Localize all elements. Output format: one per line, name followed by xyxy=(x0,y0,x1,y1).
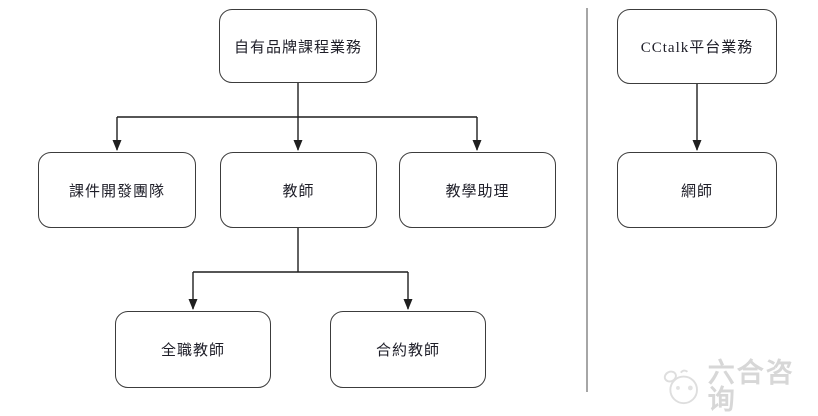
node-label: 教師 xyxy=(282,183,315,200)
node-teacher: 教師 xyxy=(220,152,377,228)
node-own-brand-course-business: 自有品牌課程業務 xyxy=(219,9,377,83)
node-courseware-development-team: 課件開發團隊 xyxy=(38,152,196,228)
node-label: 網師 xyxy=(680,183,713,200)
watermark-text: 六合咨询 xyxy=(707,358,795,415)
node-teaching-assistant: 教學助理 xyxy=(399,152,556,228)
node-label: CCtalk平台業務 xyxy=(640,40,754,56)
node-contract-teacher: 合約教師 xyxy=(330,311,486,388)
node-fulltime-teacher: 全職教師 xyxy=(115,311,271,388)
node-label: 合約教師 xyxy=(375,343,440,359)
node-web-teacher: 網師 xyxy=(617,152,777,228)
liuhe-watermark: 六合咨询 xyxy=(658,360,818,414)
node-label: 自有品牌課程業務 xyxy=(233,39,362,56)
node-label: 課件開發團隊 xyxy=(68,183,165,200)
node-label: 全職教師 xyxy=(160,343,225,359)
node-label: 教學助理 xyxy=(445,183,510,200)
node-cctalk-platform-business: CCtalk平台業務 xyxy=(617,9,777,84)
liuhe-logo-icon xyxy=(663,369,698,405)
